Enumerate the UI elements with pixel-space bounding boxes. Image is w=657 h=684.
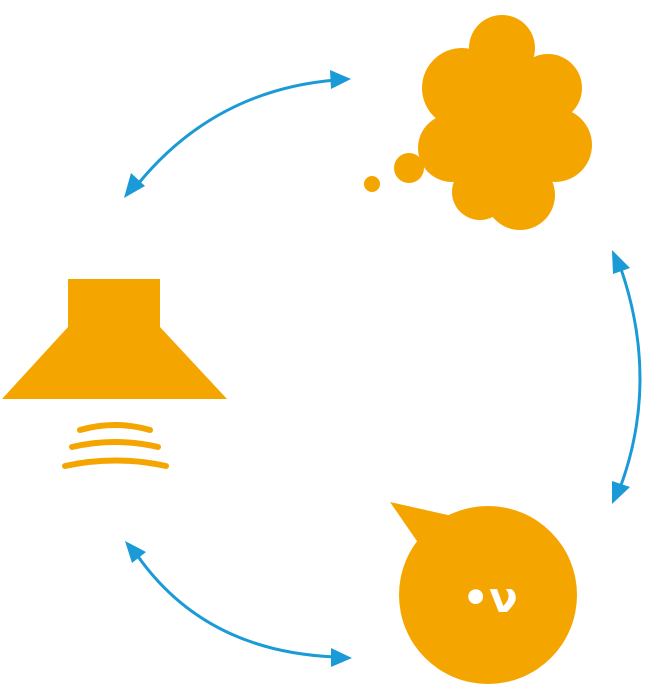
arrows [124, 70, 642, 667]
thought-cloud-icon [364, 15, 592, 230]
arrowhead-speech-speaker-b [331, 648, 352, 667]
arrowhead-thought-speech-b [612, 481, 630, 504]
sound-wave-2 [69, 439, 161, 450]
thought-bubble-dot-small [364, 176, 380, 192]
thought-bubble-dot-large [394, 153, 424, 183]
arrowhead-speech-speaker-a [125, 541, 146, 563]
arrow-speaker-thought [136, 78, 337, 185]
arrowhead-thought-speech-a [612, 250, 630, 274]
sound-wave-3 [62, 457, 169, 469]
arrowhead-speaker-thought-b [330, 70, 351, 89]
arrow-speech-speaker [135, 554, 337, 659]
speech-glyph: •ν [462, 573, 517, 622]
sound-wave-1 [77, 422, 153, 433]
loudspeaker-icon [2, 279, 227, 469]
speech-bubble-icon: •ν [390, 502, 577, 684]
arrowhead-speaker-thought-a [124, 173, 145, 198]
arrow-thought-speech [618, 265, 642, 489]
